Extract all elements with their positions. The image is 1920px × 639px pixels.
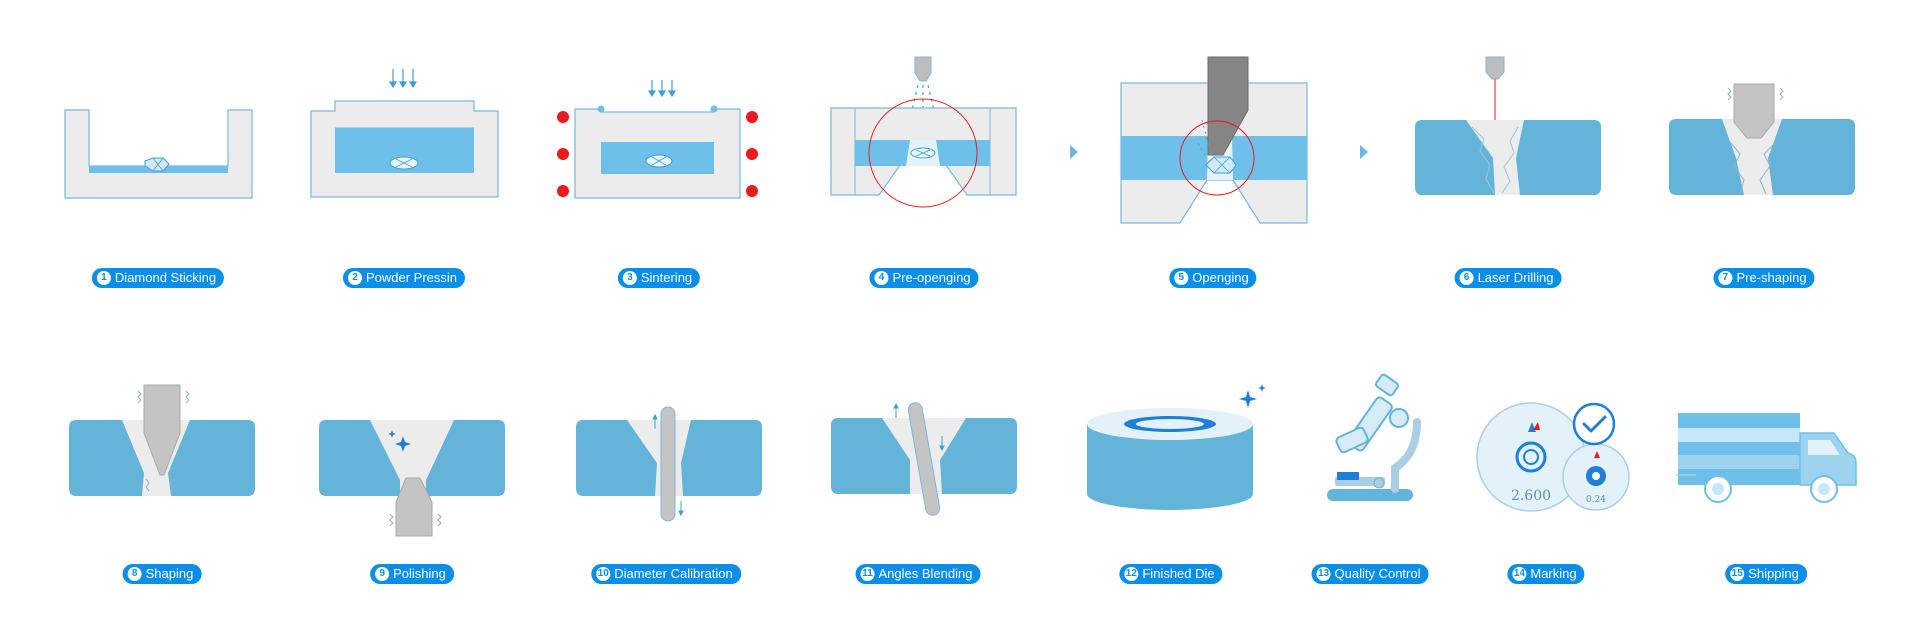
blending-pin xyxy=(907,402,941,516)
step-number: 12 xyxy=(1124,567,1139,581)
check-icon xyxy=(1572,402,1616,446)
step-number: 1 xyxy=(96,271,111,285)
step-label-text: Openging xyxy=(1192,270,1249,285)
step-number: 13 xyxy=(1316,567,1331,581)
press-diagram xyxy=(310,69,499,198)
shaping-diagram xyxy=(69,384,255,496)
step-number: 15 xyxy=(1730,567,1745,581)
finished-die-diagram xyxy=(1087,384,1266,510)
step-8-diagram xyxy=(68,383,258,501)
step-2-diagram xyxy=(310,65,500,200)
step-3-diagram xyxy=(557,76,767,200)
step-13-diagram xyxy=(1325,373,1445,526)
step-label-text: Angles Blending xyxy=(878,566,973,581)
step-label-text: Pre-openging xyxy=(892,270,971,285)
diamond-icon xyxy=(910,147,936,159)
heat-dot-icon xyxy=(557,111,758,197)
step-number: 11 xyxy=(860,567,875,581)
flow-arrow-icon xyxy=(1360,145,1368,159)
down-arrow-icon xyxy=(388,69,418,89)
step-label-text: Sintering xyxy=(640,270,693,285)
step-number: 6 xyxy=(1459,271,1474,285)
tool-icon xyxy=(143,384,181,476)
step-number: 2 xyxy=(347,271,362,285)
step-label-text: Finished Die xyxy=(1142,566,1215,581)
tool-icon xyxy=(1733,83,1775,139)
step-number: 14 xyxy=(1512,567,1527,581)
calibration-pin xyxy=(660,406,676,522)
step-11-diagram xyxy=(830,400,1020,520)
microscope-icon xyxy=(1327,373,1421,501)
flow-arrow-icon xyxy=(1070,145,1078,159)
step-label-text: Laser Drilling xyxy=(1477,270,1554,285)
mold-diagram xyxy=(64,109,253,199)
step-5-diagram xyxy=(1120,55,1310,230)
step-number: 10 xyxy=(596,567,611,581)
truck-icon xyxy=(1676,413,1857,503)
step-number: 3 xyxy=(622,271,637,285)
diamond-icon xyxy=(645,154,673,168)
step-number: 5 xyxy=(1174,271,1189,285)
step-number: 4 xyxy=(874,271,889,285)
step-label-text: Marking xyxy=(1530,566,1577,581)
diamond-icon xyxy=(1205,156,1237,174)
step-label-text: Polishing xyxy=(393,566,446,581)
step-4-diagram xyxy=(830,55,1020,210)
opening-diagram xyxy=(1120,56,1308,224)
step-9-diagram xyxy=(318,418,508,538)
sparkle-icon xyxy=(388,430,411,452)
polishing-diagram xyxy=(319,420,505,537)
step-15-diagram xyxy=(1676,411,1866,507)
down-arrow-icon xyxy=(647,80,677,98)
marking-diagram: 2.600 0.24 xyxy=(1476,402,1630,512)
step-label-text: Pre-shaping xyxy=(1736,270,1807,285)
step-number: 8 xyxy=(127,567,142,581)
focus-circle xyxy=(868,98,978,208)
step-number: 7 xyxy=(1718,271,1733,285)
diamond-icon xyxy=(144,157,170,172)
sparkle-icon xyxy=(1239,384,1266,408)
step-label-text: Shipping xyxy=(1748,566,1799,581)
marking-small-value: 0.24 xyxy=(1586,495,1606,505)
step-14-diagram: 2.600 0.24 xyxy=(1476,402,1646,522)
step-12-diagram xyxy=(1086,382,1276,512)
tool-icon xyxy=(395,477,433,537)
step-number: 9 xyxy=(375,567,390,581)
step-label-text: Diameter Calibration xyxy=(614,566,733,581)
step-label-text: Powder Pressin xyxy=(365,270,458,285)
marking-large-value: 2.600 xyxy=(1511,488,1551,504)
calibration-diagram xyxy=(576,406,762,522)
step-1-diagram xyxy=(64,108,254,203)
diamond-icon xyxy=(389,156,419,170)
pre-shaping-diagram xyxy=(1669,83,1855,195)
laser-diagram xyxy=(1415,56,1601,195)
step-label-text: Quality Control xyxy=(1334,566,1421,581)
step-10-diagram xyxy=(575,405,765,525)
step-6-diagram xyxy=(1414,55,1604,200)
tool-icon xyxy=(1207,56,1249,156)
step-label-text: Diamond Sticking xyxy=(114,270,217,285)
pre-opening-diagram xyxy=(830,56,1017,208)
nozzle-icon xyxy=(914,56,932,82)
step-7-diagram xyxy=(1668,82,1858,200)
blending-diagram xyxy=(831,402,1017,516)
step-label-text: Shaping xyxy=(145,566,194,581)
furnace-diagram xyxy=(557,80,758,199)
